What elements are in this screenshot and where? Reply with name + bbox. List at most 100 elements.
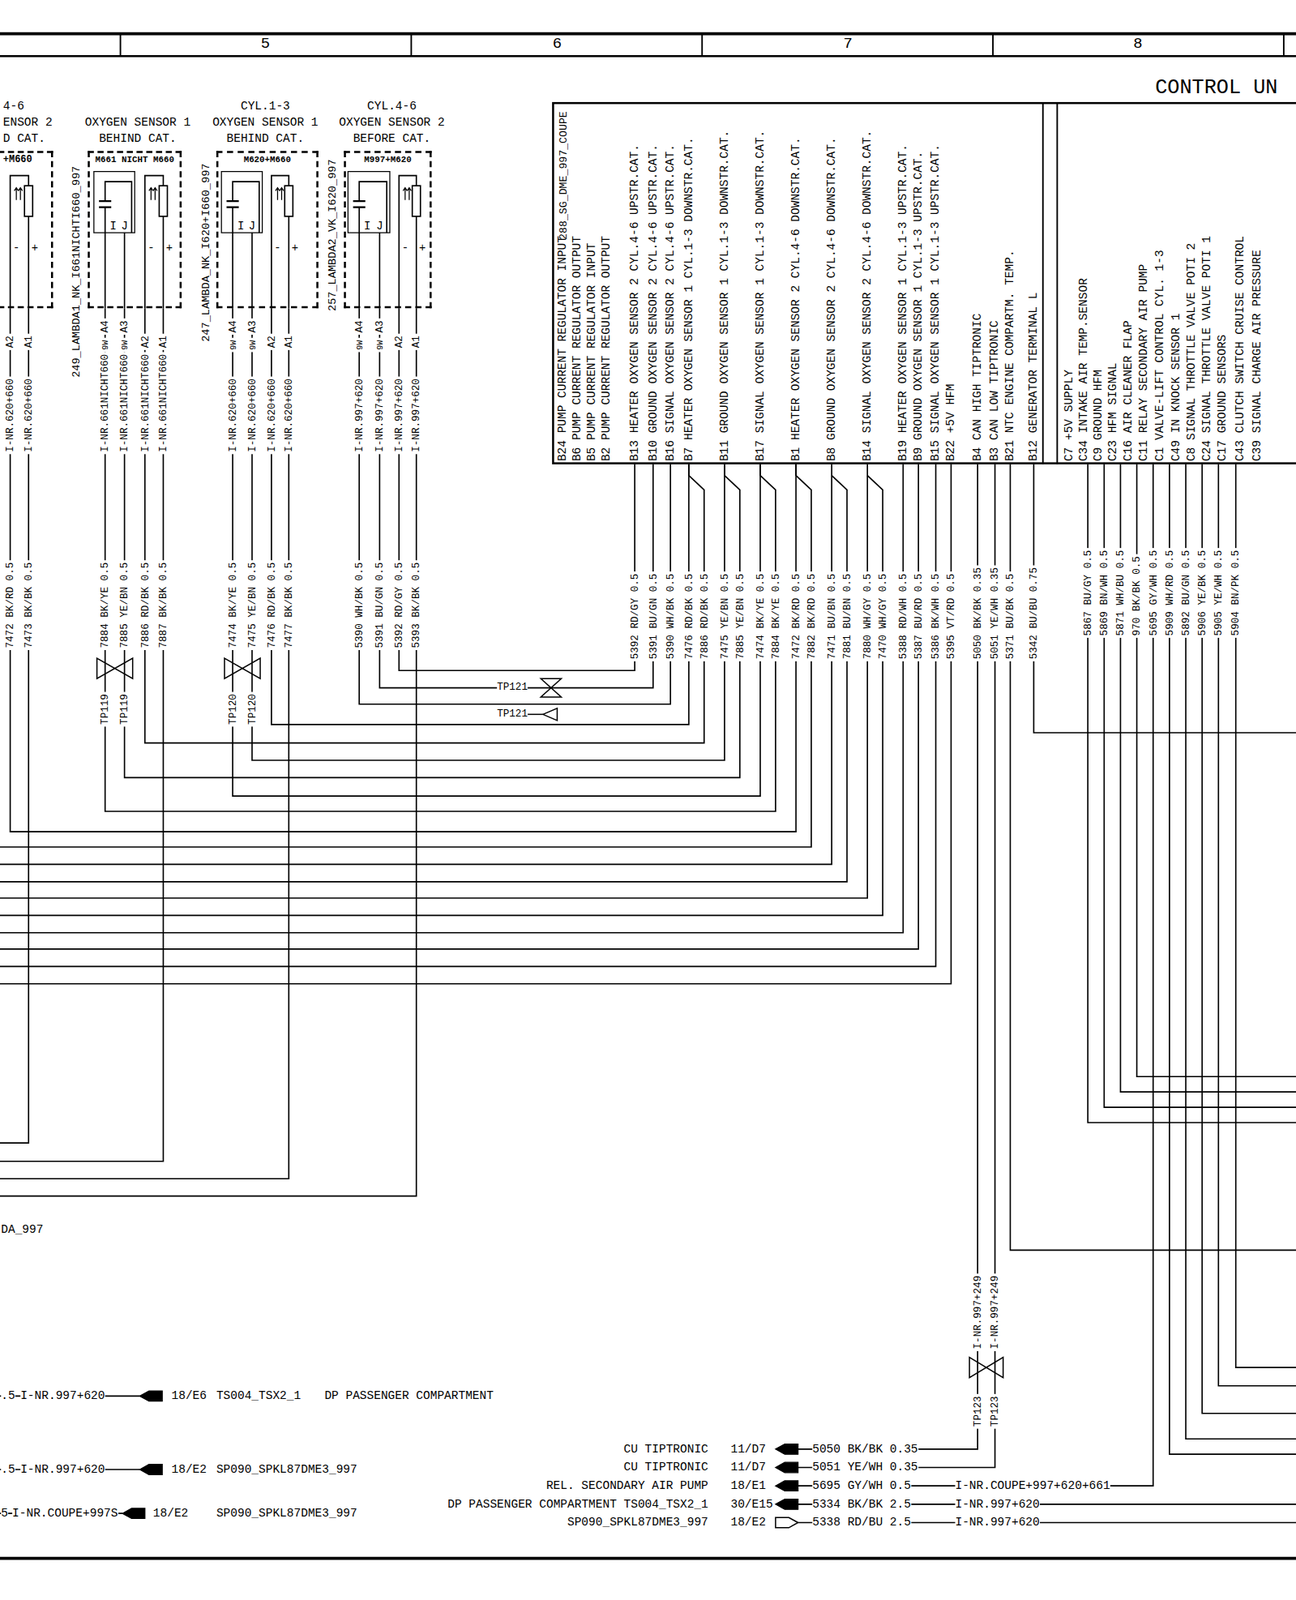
wire-label: 7475 YE/BN 0.5 [246,560,258,651]
wire-label: 5390 WH/BK 0.5 [664,571,676,662]
splice-symbol [224,658,261,679]
pin-name: C7 +5V SUPPLY [1063,369,1077,462]
sensor-box: CYL.1-3OXYGEN SENSOR 1 BEHIND CAT.M620+M… [216,150,319,308]
heater-resistor [412,185,421,217]
unit-title: CONTROL UN [1154,75,1278,100]
pin-name: B19 HEATER OXYGEN SENSOR 1 CYL.1-3 UPSTR… [896,144,910,462]
wire-line [0,464,903,933]
wire-line [271,307,689,725]
wire-line [1120,464,1296,1092]
wire-line [0,464,919,950]
column-number: 6 [552,35,562,55]
pin-name: C39 SIGNAL CHARGE AIR PRESSURE [1250,249,1264,462]
pin-name: B5 PUMP CURRENT REGULATOR INPUT [585,243,599,462]
pin-name: C11 RELAY SECONDARY AIR PUMP [1137,264,1151,462]
wire-label: 5342 BU/BU 0.75 [1027,564,1040,661]
wire-label: 7476 RD/BK 0.5 [683,571,695,662]
wire-label: 5388 RD/WH 0.5 [897,571,909,662]
pin-label: A4 [353,318,365,335]
wire-line [0,464,812,847]
wire-label: 7880 WH/GY 0.5 [861,571,873,662]
pin-name: B1 HEATER OXYGEN SENSOR 2 CYL.4-6 DOWNST… [789,136,803,462]
wire-label: 7887 BK/BK 0.5 [158,560,170,651]
part-number-header: +M660 [3,153,33,167]
wire-label: 970 BK/BK 0.5 [1131,554,1143,638]
wire-line [1103,464,1296,1108]
column-number: 8 [1133,35,1143,55]
wire-label: 7471 BU/BN 0.5 [825,571,838,662]
connector-arrow [122,1508,146,1519]
wire-line [1218,464,1296,1386]
polarity-mark: - [273,242,281,256]
component-id: 247_LAMBDA_NK_I620+I660_997 [201,163,214,343]
wire-label: 7885 YE/BN 0.5 [734,571,746,662]
pin-name: C49 IN KNOCK SENSOR 1 [1170,313,1184,462]
wire-label: 5892 BU/GN 0.5 [1180,547,1192,638]
destination-label: SP090_SPKL87DME3_997 [567,1515,709,1531]
heater-lead [162,216,165,308]
wire-line [1185,464,1296,1439]
terminal-mark: J [376,219,383,233]
wire-label: 5 [0,1505,9,1521]
wire-line [359,307,671,705]
page-reference: 11/D7 [730,1460,766,1476]
pin-label: A1 [282,333,295,351]
wire-label: 7881 BU/BN 0.5 [841,571,853,662]
wire-line [798,464,979,1450]
unit-divider [1056,102,1058,465]
sensor-heading: OXYGEN SENSOR 1 BEHIND CAT. [208,114,323,147]
connector-arrow [775,1462,799,1473]
wire-label: 7884 BK/YE 0.5 [769,571,782,662]
pin-name: B2 PUMP CURRENT REGULATOR OUTPUT [599,235,613,462]
pin-name: C8 SIGNAL THROTTLE VALVE POTI 2 [1185,243,1199,462]
wire-variant: I-NR.997+620 [20,1389,105,1404]
heater-lead [287,216,290,308]
wire-variant: I-NR.620+660 [265,376,278,455]
destination-label: SP090_SPKL87DME3_997 [216,1462,358,1477]
wire-variant: I-NR.997+620 [373,376,385,455]
pin-name: B13 HEATER OXYGEN SENSOR 2 CYL.4-6 UPSTR… [628,144,642,462]
pin-label: A2 [393,333,405,351]
wire-variant: I-NR.997+620 [353,376,365,455]
destination-label: REL. SECONDARY AIR PUMP [546,1478,709,1493]
polarity-mark: + [166,242,173,256]
pin-name: B17 SIGNAL OXYGEN SENSOR 1 CYL.1-3 DOWNS… [753,130,767,462]
heater-lead [27,216,30,308]
wire-label: 5392 RD/GY 0.5 [393,560,405,651]
heading-group: CYL.4-6OXYGEN SENSOR 2 BEFORE CAT. [334,98,450,147]
sensor-cell-frame [94,171,135,234]
sensor-lead [105,181,133,233]
pin-label: A2 [265,333,278,351]
page-reference: 30/E15 [730,1497,773,1512]
wire-label: 7476 RD/BK 0.5 [265,560,278,651]
polarity-mark: + [419,242,426,256]
wire-label: 5869 BN/WH 0.5 [1098,547,1110,638]
sensor-lead [251,232,253,308]
wire-label: 5871 WH/BU 0.5 [1115,547,1127,638]
pin-label: A1 [158,333,170,351]
sensor-lead [232,181,260,233]
wire-variant: I-NR.620+660 [226,376,239,455]
splice-label: TP120 [226,692,239,728]
destination-label: DP PASSENGER COMPARTMENT [324,1389,494,1404]
unit-divider [1042,102,1044,465]
heater-resistor [158,185,167,217]
wire-label: 5371 BU/BK 0.5 [1005,571,1017,662]
heat-arrows [14,188,23,201]
pin-name: C43 CLUTCH SWITCH CRUISE CONTROL [1233,235,1247,462]
pin-label: A3 [373,318,385,335]
wire-label: .5 [0,1389,15,1404]
wire-variant: I-NR.620+660 [246,376,258,455]
sensor-lead [358,207,360,309]
pin-name: B4 CAN HIGH TIPTRONIC [970,313,984,462]
destination-label: CU TIPTRONIC [623,1441,708,1457]
terminal-mark: J [120,219,128,233]
wire-label: 5338 RD/BU 2.5 [812,1515,912,1531]
heading-group: 4-6ENSOR 2 D CAT. [3,98,63,147]
frame-divider [119,34,122,57]
wire-line [145,307,705,743]
wire-label: 7474 BK/YE 0.5 [226,560,239,651]
wire-label: 5391 BU/GN 0.5 [647,571,659,662]
pin-label: A1 [410,333,423,351]
